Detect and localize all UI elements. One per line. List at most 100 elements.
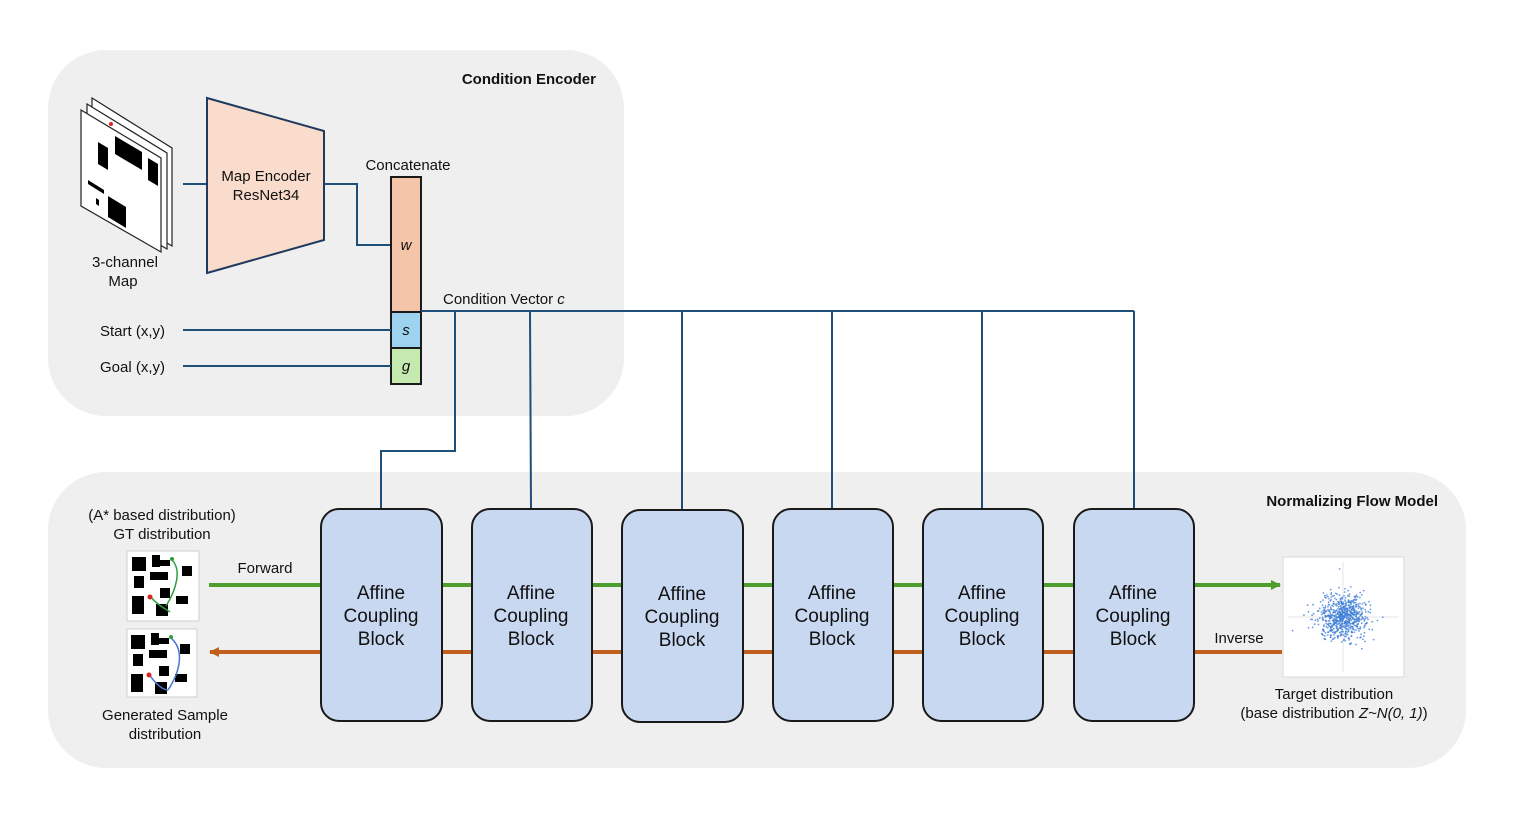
scatter-point (1360, 594, 1363, 596)
scatter-point (1335, 602, 1338, 605)
scatter-point (1321, 617, 1324, 620)
svg-text:Affine: Affine (507, 583, 555, 604)
scatter-point (1364, 611, 1367, 613)
scatter-point (1333, 611, 1335, 613)
condition-encoder-panel (48, 50, 624, 416)
scatter-point (1332, 595, 1334, 597)
scatter-point (1338, 568, 1341, 570)
map-encoder-shape (206, 96, 325, 275)
scatter-point (1344, 605, 1347, 608)
scatter-point (1327, 597, 1330, 600)
scatter-point (1348, 638, 1350, 641)
w-segment (390, 176, 422, 313)
scatter-point (1336, 593, 1338, 596)
scatter-point (1355, 599, 1357, 601)
scatter-point (1360, 622, 1363, 625)
scatter-point (1349, 610, 1352, 613)
scatter-point (1329, 615, 1331, 617)
scatter-point (1350, 642, 1353, 645)
scatter-point (1354, 613, 1357, 616)
scatter-point (1348, 621, 1351, 624)
target-label-line1: Target distribution (1275, 686, 1393, 703)
affine-coupling-block: Affine Coupling Block (772, 508, 894, 722)
scatter-point (1328, 619, 1331, 622)
scatter-point (1342, 606, 1345, 609)
scatter-point (1358, 620, 1360, 623)
affine-coupling-block: Affine Coupling Block (320, 508, 443, 722)
scatter-point (1337, 605, 1340, 608)
scatter-point (1334, 604, 1337, 606)
scatter-point (1364, 608, 1367, 611)
scatter-point (1371, 620, 1374, 623)
scatter-point (1358, 611, 1361, 613)
scatter-point (1353, 602, 1355, 604)
scatter-point (1338, 603, 1340, 606)
scatter-point (1343, 626, 1346, 629)
g-symbol: g (402, 358, 411, 375)
scatter-point (1358, 627, 1361, 630)
scatter-point (1340, 605, 1342, 608)
scatter-point (1322, 599, 1324, 602)
scatter-point (1331, 614, 1333, 616)
scatter-point (1342, 634, 1345, 636)
scatter-point (1369, 608, 1372, 611)
scatter-point (1347, 589, 1349, 592)
scatter-point (1321, 604, 1324, 607)
scatter-point (1325, 596, 1327, 599)
scatter-point (1358, 630, 1360, 632)
scatter-point (1356, 595, 1359, 598)
svg-text:Coupling: Coupling (795, 606, 870, 627)
scatter-point (1357, 613, 1359, 615)
condition-bus (380, 310, 1135, 510)
scatter-point (1372, 638, 1375, 641)
scatter-point (1364, 617, 1367, 620)
map-label-line2: Map (108, 273, 137, 290)
scatter-point (1365, 622, 1367, 625)
scatter-point (1340, 625, 1342, 628)
svg-text:Block: Block (358, 629, 405, 650)
gt-label-line1: (A* based distribution) (88, 507, 236, 524)
scatter-point (1332, 627, 1335, 630)
scatter-point (1344, 599, 1346, 601)
scatter-point (1364, 604, 1367, 606)
scatter-point (1324, 631, 1327, 634)
affine-coupling-block: Affine Coupling Block (1073, 508, 1195, 722)
scatter-point (1311, 626, 1314, 629)
scatter-point (1338, 594, 1341, 597)
scatter-point (1354, 601, 1357, 604)
scatter-point (1367, 618, 1369, 621)
scatter-point (1330, 592, 1333, 594)
map-label-line1: 3-channel (92, 254, 158, 271)
scatter-point (1355, 610, 1358, 612)
scatter-point (1363, 618, 1366, 621)
scatter-point (1341, 628, 1344, 631)
scatter-point (1340, 633, 1343, 635)
scatter-point (1324, 605, 1327, 607)
scatter-point (1357, 603, 1360, 606)
scatter-point (1353, 628, 1355, 631)
scatter-point (1349, 617, 1352, 620)
scatter-point (1341, 623, 1344, 625)
scatter-point (1369, 611, 1372, 614)
encoder-label-line2: ResNet34 (233, 187, 300, 204)
svg-text:Coupling: Coupling (344, 606, 419, 627)
generated-map-thumbnail (126, 628, 198, 698)
scatter-point (1322, 606, 1325, 609)
scatter-point (1329, 599, 1332, 602)
scatter-point (1344, 640, 1347, 642)
scatter-point (1340, 620, 1342, 623)
scatter-point (1345, 628, 1347, 630)
scatter-point (1335, 621, 1338, 624)
scatter-point (1368, 628, 1371, 631)
scatter-point (1336, 628, 1339, 631)
scatter-point (1327, 605, 1329, 608)
scatter-point (1326, 615, 1328, 618)
scatter-point (1332, 600, 1335, 603)
scatter-point (1338, 586, 1340, 589)
scatter-point (1322, 609, 1325, 612)
scatter-point (1367, 610, 1370, 613)
scatter-point (1357, 619, 1360, 621)
scatter-point (1325, 625, 1328, 628)
scatter-point (1346, 614, 1348, 617)
scatter-point (1329, 608, 1332, 610)
